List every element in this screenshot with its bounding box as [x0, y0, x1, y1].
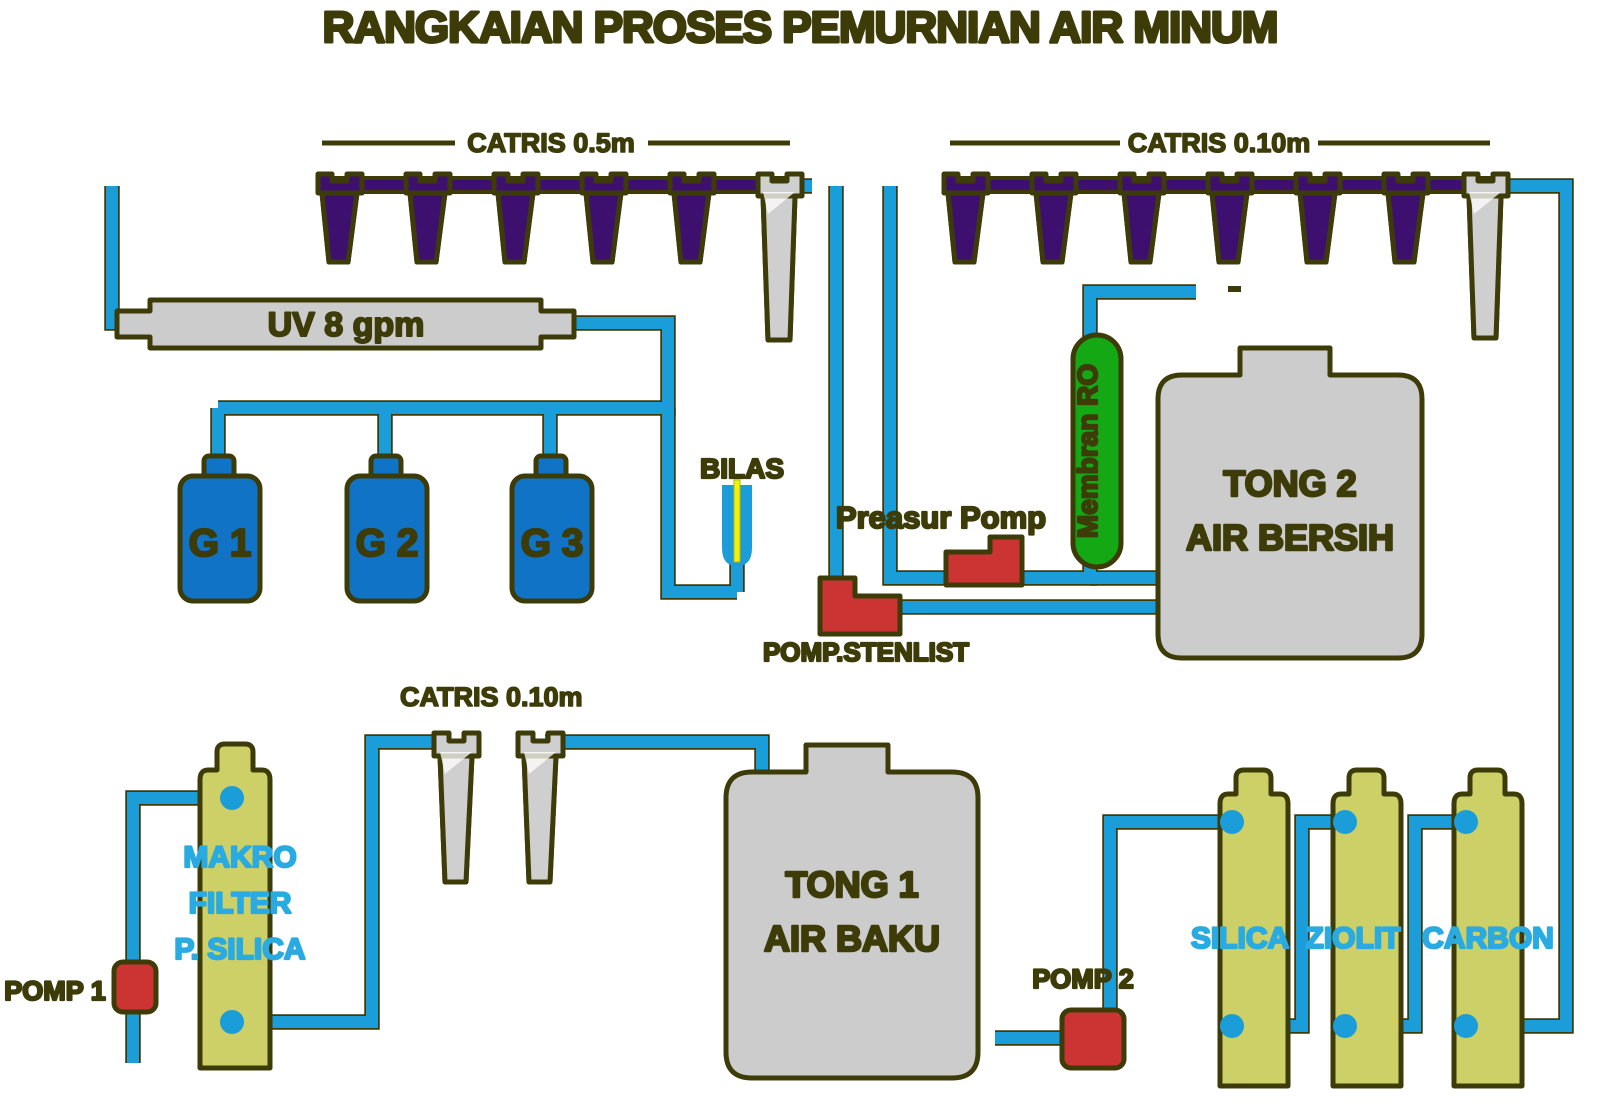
cartridge-gray-housing [431, 730, 482, 885]
cartridge-bank-top-left: CATRIS 0.5m [315, 127, 805, 343]
tank-tong2: TONG 2 AIR BERSIH [1155, 345, 1425, 661]
cartridge-purple [1029, 171, 1079, 265]
makro-line3: P. SILICA [174, 933, 305, 966]
preasur-pomp: Preasur Pomp [835, 499, 1047, 588]
uv-sterilizer: UV 8 gpm [114, 297, 577, 351]
tong1-line1: TONG 1 [785, 864, 918, 905]
cartridge-gray-housing [1461, 171, 1511, 341]
dash-mark [1228, 286, 1241, 292]
pomp1-body [111, 959, 159, 1015]
pomp1: POMP 1 [3, 959, 159, 1015]
cartridge-purple [491, 171, 541, 265]
media-label: ZIOLIT [1306, 922, 1401, 955]
cartridge-purple [403, 171, 453, 265]
ziolit-outlet-port [1333, 1014, 1357, 1038]
ziolit-inlet-port [1333, 810, 1357, 834]
tong2-line1: TONG 2 [1223, 463, 1356, 504]
silica-outlet-port [1220, 1014, 1244, 1038]
gallon-bottle: G 1 [177, 453, 263, 604]
cartridge-bank-top-right: CATRIS 0.10m [941, 127, 1511, 341]
carbon-inlet-port [1454, 810, 1478, 834]
preasur-pomp-label: Preasur Pomp [836, 500, 1046, 535]
cartridge-purple [1117, 171, 1167, 265]
cartridge-purple [579, 171, 629, 265]
uv-label: UV 8 gpm [268, 306, 425, 344]
tong1-line2: AIR BAKU [764, 918, 940, 959]
page-title: RANGKAIAN PROSES PEMURNIAN AIR MINUM [323, 3, 1278, 52]
cartridge-gray-housing [515, 730, 566, 885]
pomp-stenlist: POMP.STENLIST [762, 575, 970, 668]
cartridge-purple [315, 171, 365, 265]
bottle-label: G 3 [521, 522, 584, 565]
tank-makro-filter: MAKRO FILTER P. SILICA [173, 741, 307, 1071]
tank-media: SILICA [1190, 767, 1291, 1089]
tong2-line2: AIR BERSIH [1186, 517, 1394, 558]
makro-inlet-port [220, 786, 244, 810]
membran-ro-label: Membran RO [1072, 364, 1103, 538]
catris-top-right-label: CATRIS 0.10m [1128, 128, 1311, 158]
cartridge-gray-housing [755, 171, 805, 343]
cartridge-purple [1381, 171, 1431, 265]
makro-outlet-port [220, 1010, 244, 1034]
bilas-label: BILAS [700, 453, 784, 484]
makro-line2: FILTER [189, 887, 292, 920]
cartridge-purple [1205, 171, 1255, 265]
gallon-bottle: G 2 [344, 453, 430, 604]
media-label: CARBON [1422, 922, 1554, 955]
makro-line1: MAKRO [183, 841, 296, 874]
cartridge-purple [1293, 171, 1343, 265]
carbon-outlet-port [1454, 1014, 1478, 1038]
pomp1-label: POMP 1 [4, 976, 106, 1006]
bottle-label: G 1 [189, 522, 252, 565]
tank-tong1: TONG 1 AIR BAKU [723, 742, 981, 1081]
pomp2-label: POMP 2 [1032, 964, 1134, 994]
tank-media: CARBON [1421, 767, 1555, 1089]
tank-media: ZIOLIT [1304, 767, 1404, 1089]
pomp2: POMP 2 [1031, 963, 1135, 1071]
silica-inlet-port [1220, 810, 1244, 834]
cartridge-purple [941, 171, 991, 265]
bottle-label: G 2 [356, 522, 419, 565]
gallon-bottle: G 3 [509, 453, 595, 604]
pomp-stenlist-label: POMP.STENLIST [763, 637, 969, 667]
cartridge-purple [667, 171, 717, 265]
membran-ro: Membran RO [1070, 332, 1124, 570]
media-label: SILICA [1191, 922, 1289, 955]
cartridge-bank-bottom: CATRIS 0.10m [399, 681, 583, 885]
catris-top-left-label: CATRIS 0.5m [467, 128, 635, 158]
bilas-unit: BILAS [699, 452, 785, 567]
bilas-indicator-rod [733, 479, 741, 563]
catris-bottom-label: CATRIS 0.10m [400, 682, 583, 712]
pomp2-body [1059, 1007, 1127, 1071]
